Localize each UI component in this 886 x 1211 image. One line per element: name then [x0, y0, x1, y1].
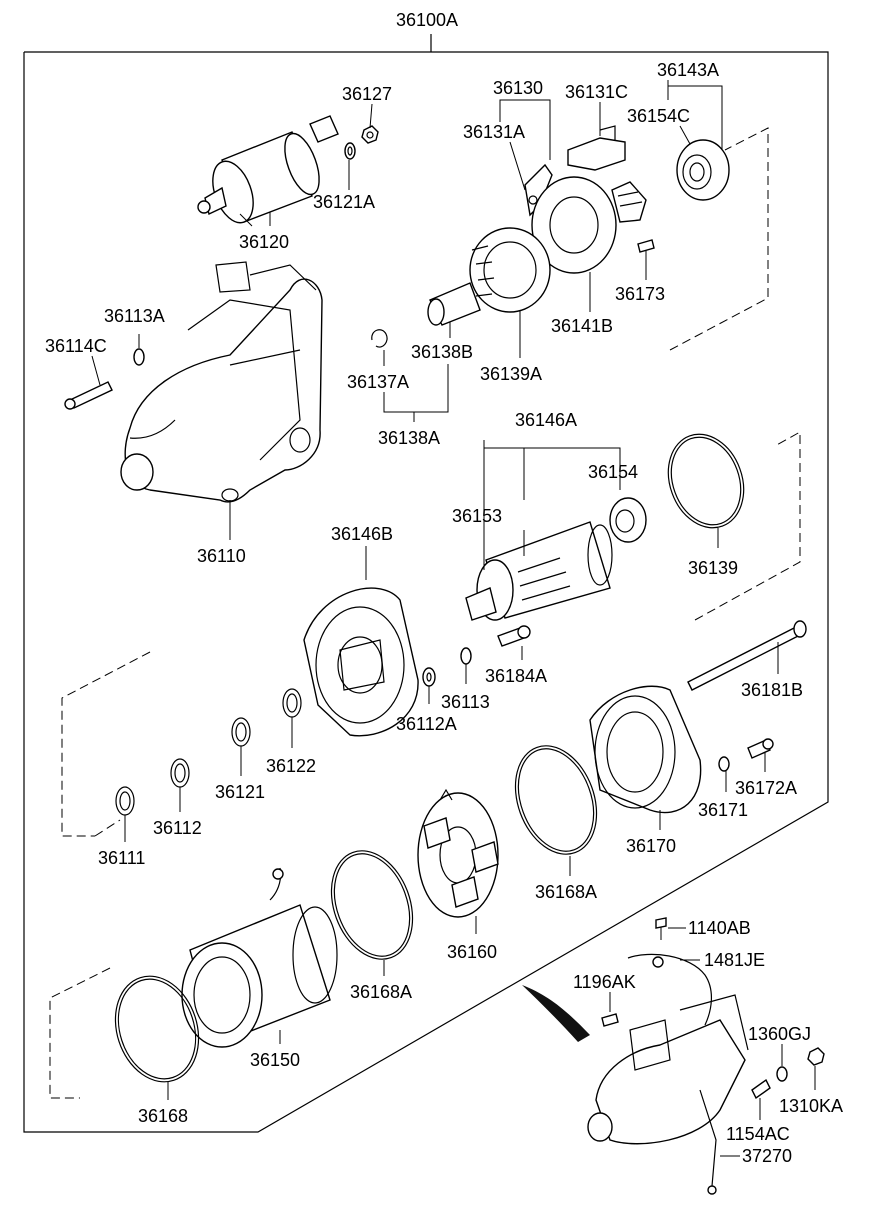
through-bolt-36181B [687, 620, 807, 691]
label-36139A: 36139A [480, 364, 542, 384]
assembled-starter [522, 953, 749, 1195]
armature-36153 [465, 521, 613, 621]
label-1196AK: 1196AK [573, 972, 636, 992]
washer-36111 [115, 786, 135, 816]
label-1154AC: 1154AC [726, 1124, 790, 1144]
gear-housing-36146B [303, 587, 419, 737]
bolt-1154AC [751, 1078, 771, 1100]
label-36114C: 36114C [45, 336, 107, 356]
assembly-frame [23, 34, 829, 1133]
o-ring-36168 [114, 975, 200, 1083]
label-36111: 36111 [98, 848, 145, 868]
label-36130: 36130 [493, 78, 543, 98]
label-36137A: 36137A [347, 372, 409, 392]
label-36146A: 36146A [515, 410, 577, 430]
label-36173: 36173 [615, 284, 665, 304]
nut-1360GJ [776, 1066, 788, 1082]
bolt-36173 [637, 239, 655, 270]
solenoid-36120 [197, 115, 339, 227]
label-37270: 37270 [742, 1146, 792, 1166]
nut-1310KA [807, 1047, 825, 1066]
label-36143A: 36143A [657, 60, 719, 80]
bracket-36141B [531, 176, 647, 274]
label-36122: 36122 [266, 756, 316, 776]
label-36100A: 36100A [396, 10, 458, 30]
nut-36171 [718, 756, 730, 772]
label-36120: 36120 [239, 232, 289, 252]
label-36150: 36150 [250, 1050, 300, 1070]
label-36127: 36127 [342, 84, 392, 104]
label-36168A-lower: 36168A [350, 982, 412, 1002]
part-labels: 36100A 36127 36121A 36120 36130 36131A 3… [45, 10, 843, 1166]
bolt-1140AB [655, 917, 667, 940]
label-36138A: 36138A [378, 428, 440, 448]
label-36171: 36171 [698, 800, 748, 820]
label-36181B: 36181B [741, 680, 803, 700]
label-36160: 36160 [447, 942, 497, 962]
label-36112: 36112 [153, 818, 202, 838]
clip-36131C [567, 125, 626, 171]
label-36113A: 36113A [104, 306, 165, 326]
label-36168A-upper: 36168A [535, 882, 597, 902]
nut-36127 [361, 125, 379, 144]
bearing-36154C [676, 139, 730, 201]
washer-36113 [460, 647, 472, 665]
label-1360GJ: 1360GJ [748, 1024, 811, 1044]
bearing-36154 [609, 497, 647, 543]
bolt-36114C [64, 381, 113, 410]
label-1481JE: 1481JE [704, 950, 765, 970]
label-36112A: 36112A [396, 714, 457, 734]
drive-pinion-36139A [427, 227, 551, 326]
washer-36121A [344, 142, 356, 160]
label-1140AB: 1140AB [688, 918, 751, 938]
label-36131C: 36131C [565, 82, 628, 102]
washer-36113A [133, 348, 145, 366]
label-36146B: 36146B [331, 524, 393, 544]
label-1310KA: 1310KA [779, 1096, 843, 1116]
snap-ring-36137A [371, 329, 388, 348]
o-ring-36168A-lower [330, 850, 414, 960]
label-36141B: 36141B [551, 316, 613, 336]
washer-36112A [422, 667, 436, 687]
label-36154C: 36154C [627, 106, 690, 126]
bolt-36172A [747, 738, 774, 759]
label-36172A: 36172A [735, 778, 797, 798]
o-ring-36168A-upper [514, 745, 598, 855]
label-36113: 36113 [441, 692, 490, 712]
label-36170: 36170 [626, 836, 676, 856]
front-housing-36110 [120, 261, 323, 503]
washer-36121 [231, 717, 251, 747]
label-36154: 36154 [588, 462, 638, 482]
label-36168: 36168 [138, 1106, 188, 1126]
washer-36122 [282, 688, 302, 718]
o-ring-36139 [667, 433, 745, 529]
label-36121: 36121 [215, 782, 265, 802]
label-36153: 36153 [452, 506, 502, 526]
brush-holder-36160 [417, 788, 499, 918]
label-36139: 36139 [688, 558, 738, 578]
bolt-1196AK [601, 1013, 619, 1027]
label-36138B: 36138B [411, 342, 473, 362]
label-36121A: 36121A [313, 192, 375, 212]
bolt-36184A [497, 625, 531, 647]
leader-lines [91, 80, 816, 1157]
washer-36112 [170, 758, 190, 788]
yoke-36150 [181, 867, 338, 1048]
label-36184A: 36184A [485, 666, 547, 686]
rear-housing-36170 [589, 685, 702, 814]
label-36110: 36110 [197, 546, 246, 566]
dashed-guides [49, 127, 801, 1099]
label-36131A: 36131A [463, 122, 525, 142]
